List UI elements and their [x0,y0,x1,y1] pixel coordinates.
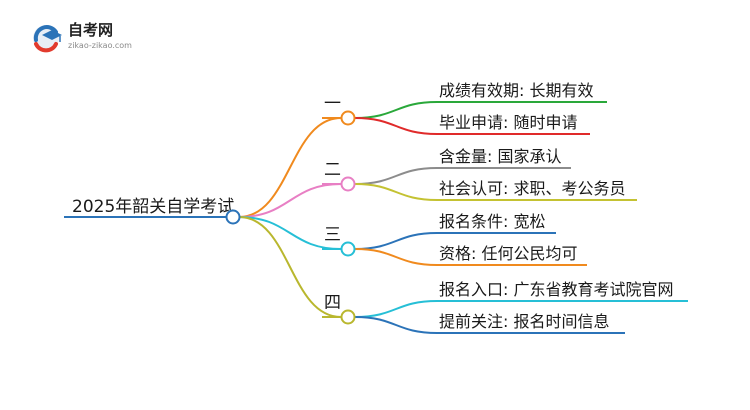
logo-name: 自考网 [68,21,113,39]
leaf-connector-3-1 [354,232,438,250]
branch-connector-4 [238,216,342,318]
logo-url: zikao-zikao.com [68,41,132,50]
branch-connector-1 [238,117,342,218]
leaf-connector-1-1 [354,101,438,119]
branch-node-3[interactable] [340,241,356,257]
branch-label-4: 四 [324,293,341,313]
leaf-label-2-1: 含金量: 国家承认 [439,147,561,166]
leaf-label-3-1: 报名条件: 宽松 [439,212,545,231]
leaf-label-4-2: 提前关注: 报名时间信息 [439,312,609,331]
branch-node-4[interactable] [340,309,356,325]
root-topic-label: 2025年韶关自学考试 [72,197,234,217]
leaf-label-2-2: 社会认可: 求职、考公务员 [439,179,625,198]
branch-label-1: 一 [324,94,341,114]
leaf-label-4-1: 报名入口: 广东省教育考试院官网 [439,280,673,299]
leaf-connector-2-2 [354,183,438,201]
site-logo[interactable]: 自考网 zikao-zikao.com [33,21,132,53]
leaf-connector-2-1 [354,167,438,185]
leaf-connector-1-2 [354,117,438,135]
leaf-connector-4-2 [354,316,438,334]
root-node[interactable] [225,209,241,225]
leaf-connector-3-2 [354,248,438,266]
branch-label-3: 三 [324,225,341,245]
leaf-connector-4-1 [354,300,438,318]
branch-connector-3 [238,216,342,250]
branch-label-2: 二 [324,160,341,180]
leaf-label-1-1: 成绩有效期: 长期有效 [439,81,593,100]
graduation-cap-icon [33,25,62,53]
leaf-label-1-2: 毕业申请: 随时申请 [439,113,577,132]
connectors [64,101,688,334]
branch-node-2[interactable] [340,176,356,192]
branch-connector-2 [238,183,342,218]
branch-node-1[interactable] [340,110,356,126]
leaf-label-3-2: 资格: 任何公民均可 [439,244,577,263]
